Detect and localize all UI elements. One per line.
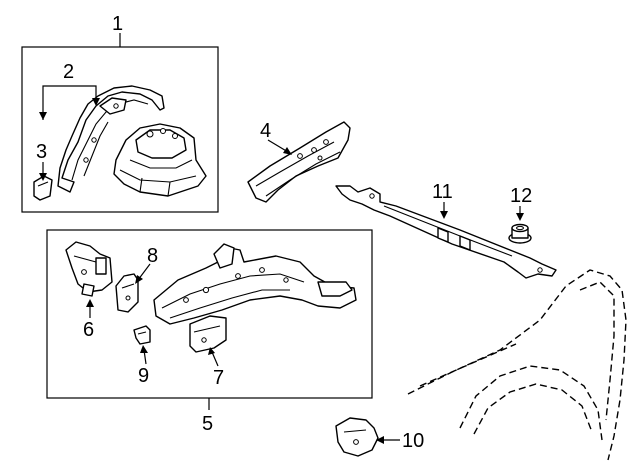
part-9-clip[interactable] [133,325,151,345]
part-11-radiator-support-bar[interactable] [335,185,557,279]
leader-lines [39,85,524,444]
callout-12: 12 [510,185,532,207]
callout-7: 7 [213,367,224,389]
part-8-gusset[interactable] [115,273,139,313]
part-12-flange-nut[interactable] [508,223,532,244]
part-1-strut-tower[interactable] [113,123,207,197]
part-6-front-bracket[interactable] [65,241,113,297]
part-7-side-plate[interactable] [189,315,227,353]
callout-3: 3 [36,141,47,163]
callout-4: 4 [260,120,271,142]
callout-1: 1 [112,13,123,35]
part-10-fender-bracket[interactable] [335,417,379,457]
callout-9: 9 [138,365,149,387]
callout-5: 5 [202,413,213,435]
callout-11: 11 [432,181,453,203]
group-5-frame [46,229,373,410]
fender-outline [407,269,627,461]
callout-2: 2 [63,61,74,83]
group-1-frame [21,33,219,213]
part-4-apron-reinforcement[interactable] [247,121,351,203]
part-5-lower-frame-rail[interactable] [153,243,357,325]
callout-10: 10 [402,430,424,452]
callout-8: 8 [147,245,158,267]
callout-6: 6 [83,319,94,341]
